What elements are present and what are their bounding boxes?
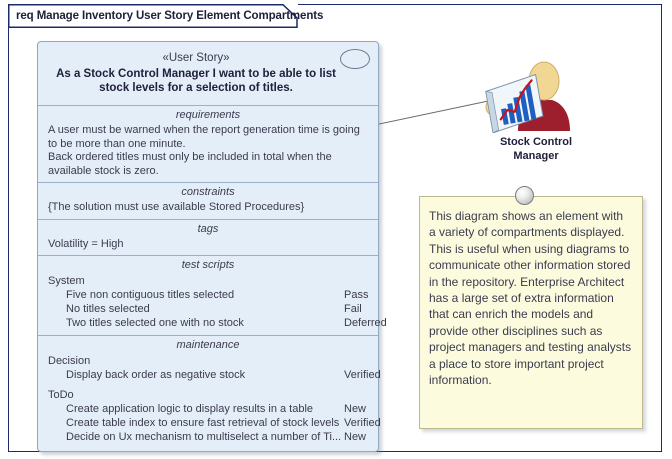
table-row[interactable]: Create table index to ensure fast retrie… xyxy=(48,416,381,430)
compartment-constraints[interactable]: constraints {The solution must use avail… xyxy=(38,182,378,219)
status-badge: Verified xyxy=(344,417,381,429)
user-story-element[interactable]: «User Story» As a Stock Control Manager … xyxy=(37,41,387,452)
note-element[interactable]: This diagram shows an element with a var… xyxy=(419,196,643,429)
row-text: Five non contiguous titles selected xyxy=(66,289,235,301)
actor-label: Stock Control Manager xyxy=(499,136,573,162)
row-text: Decide on Ux mechanism to multiselect a … xyxy=(66,431,342,443)
row-text: Two titles selected one with no stock xyxy=(66,317,244,329)
compartment-title: requirements xyxy=(175,109,241,121)
table-row[interactable]: Two titles selected one with no stock De… xyxy=(48,316,387,330)
compartment-title: tags xyxy=(197,222,219,235)
status-badge: Deferred xyxy=(344,317,387,329)
row-text: Display back order as negative stock xyxy=(66,369,246,381)
table-row[interactable]: Five non contiguous titles selected Pass xyxy=(48,288,368,302)
element-stereotype: «User Story» xyxy=(162,52,230,64)
table-row[interactable]: Create application logic to display resu… xyxy=(48,402,368,416)
table-row[interactable]: Decide on Ux mechanism to multiselect a … xyxy=(48,430,368,444)
row-text: Create application logic to display resu… xyxy=(66,403,314,415)
element-name: As a Stock Control Manager I want to be … xyxy=(56,68,336,94)
compartment-line: A user must be warned when the report ge… xyxy=(48,124,360,150)
note-anchor-handle[interactable] xyxy=(515,186,534,205)
compartment-line: Back ordered titles must only be include… xyxy=(48,151,332,177)
status-badge: Fail xyxy=(344,303,362,315)
compartment-title: maintenance xyxy=(176,339,240,351)
group-label: Decision xyxy=(48,355,91,367)
business-analyst-actor-icon xyxy=(478,57,594,134)
compartment-test-scripts[interactable]: test scripts System Five non contiguous … xyxy=(38,255,387,335)
element-header: «User Story» As a Stock Control Manager … xyxy=(38,42,378,105)
status-badge: New xyxy=(344,403,367,415)
compartment-title: constraints xyxy=(181,186,235,198)
table-row[interactable]: Display back order as negative stock Ver… xyxy=(48,368,381,382)
group-label: ToDo xyxy=(48,389,74,401)
row-text: Create table index to ensure fast retrie… xyxy=(66,417,340,429)
status-badge: Pass xyxy=(344,289,369,301)
group-label: System xyxy=(48,275,85,287)
compartment-requirements[interactable]: requirements A user must be warned when … xyxy=(38,105,378,182)
compartment-tags[interactable]: tags Volatility = High xyxy=(38,218,378,256)
row-text: No titles selected xyxy=(66,303,150,315)
usecase-ellipse-icon xyxy=(340,49,370,69)
compartment-line: Volatility = High xyxy=(48,237,124,250)
note-text: This diagram shows an element with a var… xyxy=(429,209,632,388)
status-badge: Verified xyxy=(344,369,381,381)
actor-svg xyxy=(485,61,570,134)
actor-stock-control-manager[interactable]: Stock Control Manager xyxy=(478,57,594,163)
compartment-title: test scripts xyxy=(181,259,235,271)
diagram-title: req Manage Inventory User Story Element … xyxy=(16,10,324,22)
compartment-maintenance[interactable]: maintenance Decision Display back order … xyxy=(38,335,381,451)
table-row[interactable]: No titles selected Fail xyxy=(48,302,368,316)
compartment-line: {The solution must use available Stored … xyxy=(48,201,305,213)
status-badge: New xyxy=(344,431,367,443)
diagram-frame-title-tab: req Manage Inventory User Story Element … xyxy=(8,4,323,28)
